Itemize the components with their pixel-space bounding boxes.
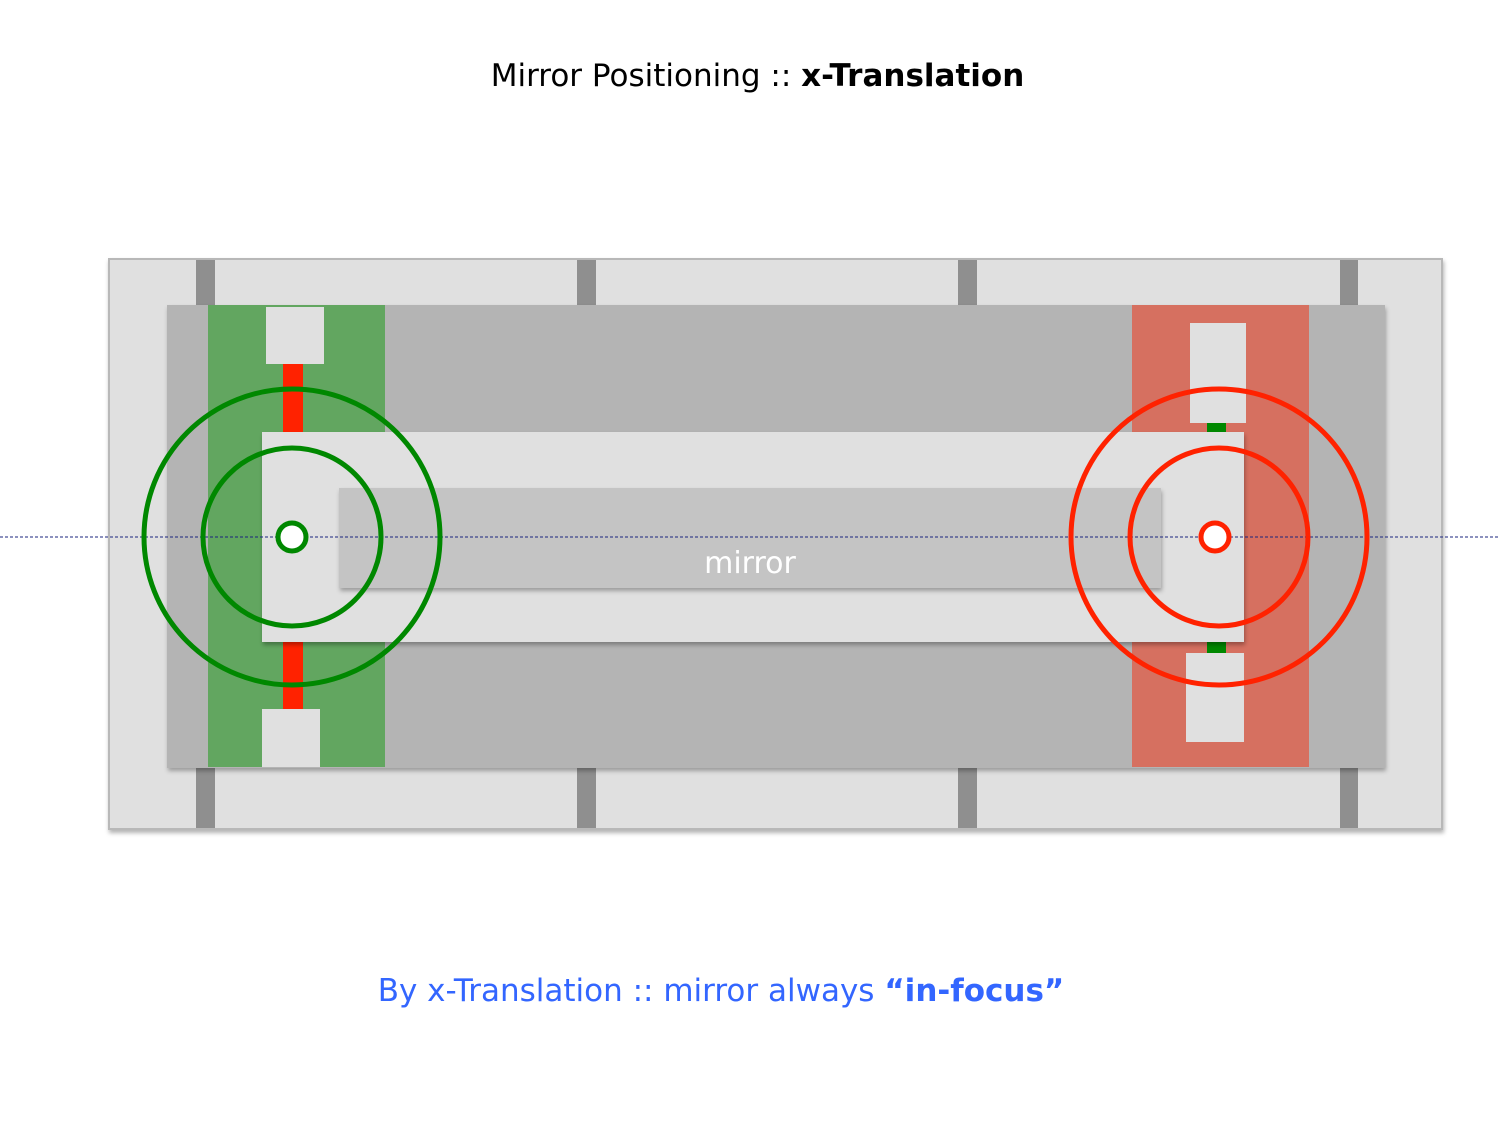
mirror-label: mirror [704, 546, 796, 581]
post [1340, 260, 1358, 306]
caption-prefix: By x-Translation :: mirror always [377, 973, 885, 1009]
title-prefix: Mirror Positioning :: [490, 58, 802, 94]
center-ring [275, 520, 309, 554]
inner-ring [1127, 445, 1311, 629]
diagram-caption: By x-Translation :: mirror always “in-fo… [0, 973, 1442, 1009]
post [1340, 767, 1358, 828]
right-bottom-green-bar [1207, 642, 1226, 653]
post [958, 767, 977, 828]
diagram-title: Mirror Positioning :: x-Translation [0, 58, 1500, 94]
post [577, 767, 596, 828]
outer-ring [141, 386, 443, 688]
left-bottom-red-bar [283, 642, 303, 709]
center-ring [1198, 520, 1232, 554]
post [958, 260, 977, 306]
mirror [339, 488, 1161, 588]
post [577, 260, 596, 306]
right-bottom-block [1186, 653, 1244, 742]
rail-posts [196, 260, 1358, 828]
caption-emphasis: “in-focus” [884, 973, 1065, 1009]
right-top-block [1190, 323, 1246, 423]
inner-ring [200, 445, 384, 629]
left-top-block [266, 307, 324, 364]
right-focus-target [1068, 386, 1370, 688]
title-emphasis: x-Translation [801, 58, 1025, 94]
outer-ring [1068, 386, 1370, 688]
right-top-green-bar [1207, 423, 1226, 432]
post [196, 260, 215, 306]
left-top-red-bar [283, 364, 303, 432]
left-focus-target [141, 386, 443, 688]
left-bottom-block [262, 709, 320, 767]
post [196, 767, 215, 828]
